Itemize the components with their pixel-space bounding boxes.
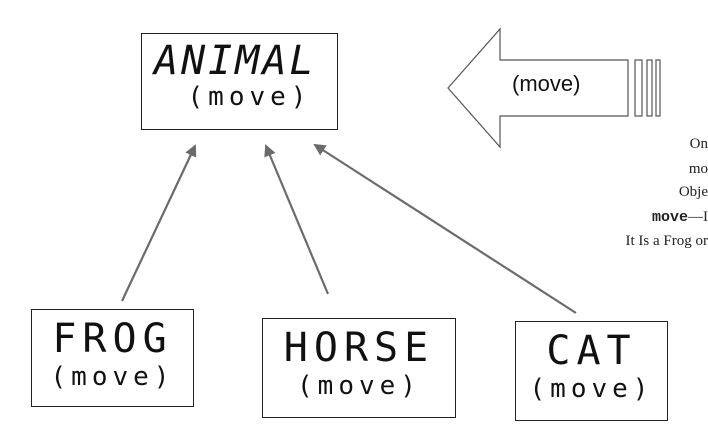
inherit-arrow-frog bbox=[121, 144, 197, 302]
animal-class-box: ANIMAL (move) bbox=[141, 33, 338, 130]
cat-class-box: CAT (move) bbox=[515, 321, 668, 421]
animal-method: (move) bbox=[187, 82, 312, 112]
cat-class-title: CAT bbox=[546, 328, 637, 374]
inherit-arrow-cat bbox=[313, 143, 577, 314]
horse-class-title: HORSE bbox=[283, 325, 435, 371]
caption-line-1: On bbox=[689, 136, 708, 152]
frog-method: (move) bbox=[50, 362, 175, 392]
caption-line-4-rest: —I bbox=[688, 209, 708, 225]
message-arrow-label: (move) bbox=[512, 71, 581, 96]
message-arrow bbox=[447, 27, 661, 149]
cat-method: (move) bbox=[529, 374, 654, 404]
caption-line-3: Obje bbox=[678, 184, 708, 200]
frog-class-box: FROG (move) bbox=[31, 309, 194, 407]
animal-class-title: ANIMAL bbox=[154, 38, 317, 84]
horse-class-box: HORSE (move) bbox=[262, 318, 456, 418]
caption-line-4: move—I bbox=[508, 209, 708, 226]
inherit-arrow-horse bbox=[264, 144, 330, 295]
caption-line-5: It Is a Frog or bbox=[625, 233, 708, 249]
horse-method: (move) bbox=[297, 371, 421, 401]
caption-line-2: mo bbox=[688, 161, 708, 177]
caption-move-keyword: move bbox=[651, 209, 688, 226]
frog-class-title: FROG bbox=[52, 316, 173, 362]
